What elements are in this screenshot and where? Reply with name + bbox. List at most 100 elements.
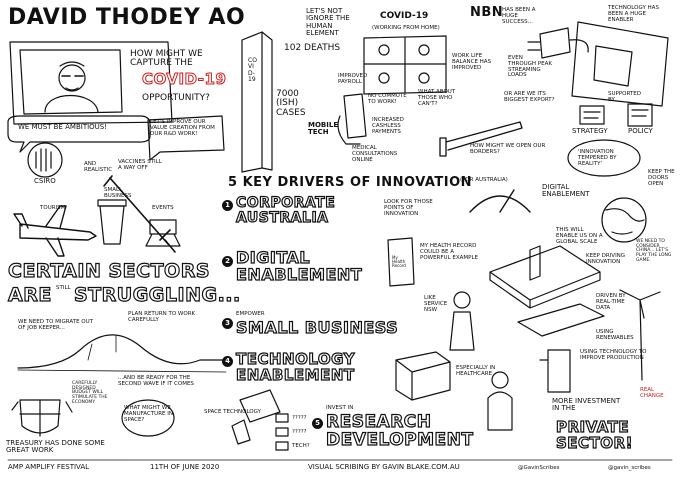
chip-box-2	[275, 427, 289, 437]
sectors-line1: CERTAIN SECTORS	[7, 260, 211, 282]
driver-5: RESEARCH DEVELOPMENT	[325, 412, 474, 450]
value-creation-text: LET'S IMPROVE OUR VALUE CREATION FROM OU…	[150, 119, 215, 137]
even-through-text: EVEN THROUGH PEAK STREAMING LOADS	[508, 55, 552, 79]
realistic-text: AND REALISTIC	[84, 161, 113, 173]
wind-turbine-icon	[619, 289, 661, 381]
health-phone-icon	[387, 237, 415, 287]
ambitious-bubble	[7, 115, 151, 153]
ambitious-text: WE MUST BE AMBITIOUS!	[18, 123, 108, 131]
platform-icon	[489, 245, 601, 309]
factory-icon	[539, 349, 571, 393]
sectors-line2: ARE	[7, 284, 52, 306]
footer-handle-2: @gavin_scribes	[608, 465, 651, 471]
human-element-text: LET'S NOT IGNORE THE HUMAN ELEMENT	[306, 7, 350, 38]
drivers-title: 5 KEY DRIVERS OF INNOVATION	[228, 175, 473, 190]
open-borders-text: HOW MIGHT WE OPEN OUR BORDERS?	[470, 143, 546, 155]
migration-curve-graph	[17, 334, 227, 373]
covid-question-line3: OPPORTUNITY?	[142, 93, 210, 103]
chip-box-1	[275, 413, 289, 423]
footer-credit: VISUAL SCRIBING BY GAVIN BLAKE.COM.AU	[308, 463, 460, 471]
what-about-text: WHAT ABOUT THOSE WHO CAN'T?	[418, 89, 456, 107]
presenter-figure-icon	[487, 371, 513, 431]
csiro-label: CSIRO	[34, 177, 56, 185]
driver-number-4: 4	[222, 356, 233, 367]
vaccines-text: VACCINES STILL A WAY OFF	[118, 159, 162, 171]
events-label: EVENTS	[152, 205, 174, 211]
manufacture-space-text: WHAT MIGHT WE MANUFACTURE IN SPACE?	[124, 405, 173, 423]
boom-gate-icon	[439, 121, 523, 157]
gauge-icon	[469, 189, 531, 213]
footer-date: 11TH OF JUNE 2020	[150, 463, 220, 471]
mobile-phone-icon	[337, 93, 367, 145]
private-sector-text: PRIVATE SECTOR!	[555, 418, 633, 452]
service-nsw-text: LIKE SERVICE NSW	[424, 295, 448, 313]
driver-3: SMALL BUSINESS	[235, 318, 399, 337]
satellite-icon	[231, 389, 281, 445]
value-bubble	[147, 115, 225, 161]
more-investment-text: MORE INVESTMENT IN THE	[552, 397, 621, 413]
renewables-text: USING RENEWABLES	[596, 329, 634, 341]
csiro-logo-icon	[27, 142, 63, 178]
space-bubble	[121, 399, 175, 437]
boxes-icon	[395, 351, 451, 401]
no-commute-text: NO COMMUTE TO WORK!	[368, 93, 407, 105]
strategy-doc-icon	[579, 105, 605, 125]
driven-by-text: DRIVEN BY REAL-TIME DATA	[596, 293, 626, 311]
small-business-label: SMALL BUSINESS	[104, 187, 132, 199]
driver-number-5: 5	[312, 418, 323, 429]
event-stand-icon	[145, 219, 181, 247]
app-screen-icon	[571, 21, 669, 107]
cases-text: 7000 (ISH) CASES	[276, 89, 306, 118]
keep-driving-text: KEEP DRIVING INNOVATION	[586, 253, 626, 265]
platform-tower-icon	[529, 245, 541, 281]
innovation-tempered-text: 'INNOVATION TEMPERED BY REALITY'	[578, 149, 617, 167]
keep-doors-text: KEEP THE DOORS OPEN	[648, 169, 675, 187]
budget-caveat-text: CAREFULLY DESIGNED BUDGET WILL STIMULATE…	[72, 381, 108, 405]
my-health-record-screen: My Health Record	[392, 255, 406, 269]
points-innovation-text: LOOK FOR THOSE POINTS OF INNOVATION	[384, 199, 433, 217]
syringe-icon	[103, 175, 176, 253]
nbn-success-text: HAS BEEN A HUGE SUCCESS...	[502, 7, 536, 25]
global-scale-text: THIS WILL ENABLE US ON A GLOBAL SCALE	[556, 227, 603, 245]
covid-question-line1: HOW MIGHT WE CAPTURE THE	[130, 49, 203, 69]
tourism-label: TOURISM	[40, 205, 66, 211]
tech-enabler-text: TECHNOLOGY HAS BEEN A HUGE ENABLER	[608, 5, 659, 23]
presenter-screen-icon	[9, 41, 173, 125]
deaths-text: 102 DEATHS	[284, 43, 341, 53]
driver-3-prefix: EMPOWER	[236, 311, 265, 317]
woman-figure-icon	[449, 291, 475, 351]
mobile-tech-text: MOBILE TECH	[308, 121, 339, 137]
driver-5-prefix: INVEST IN	[326, 405, 354, 411]
globe-icon	[601, 197, 647, 243]
china-text: WE NEED TO CONSIDER CHINA... LET'S PLAY …	[636, 239, 672, 263]
chip-label-2: ?????	[292, 429, 307, 435]
chip-label-1: ?????	[292, 415, 307, 421]
plug-socket-icon	[527, 27, 589, 59]
driver-1: CORPORATE AUSTRALIA	[235, 195, 336, 226]
health-record-text: MY HEALTH RECORD COULD BE A POWERFUL EXA…	[420, 243, 478, 261]
coffee-cup-icon	[97, 199, 127, 245]
for-australia-label: (FOR AUSTRALIA)	[460, 177, 508, 183]
video-grid-icon	[363, 35, 447, 95]
pillar-label: COVID-19	[248, 57, 257, 83]
driver-number-3: 3	[222, 318, 233, 329]
strategy-label: STRATEGY	[572, 127, 608, 135]
work-life-text: WORK LIFE BALANCE HAS IMPROVED	[452, 53, 492, 71]
driver-number-1: 1	[222, 200, 233, 211]
biggest-export-text: OR ARE WE ITS BIGGEST EXPORT?	[504, 91, 555, 103]
sectors-line3: STRUGGLING...	[73, 284, 241, 306]
chip-box-3	[275, 441, 289, 451]
migrate-text: WE NEED TO MIGRATE OUT OF JOB KEEPER...	[18, 319, 94, 331]
innovation-bubble	[567, 139, 641, 177]
second-wave-text: ...AND BE READY FOR THE SECOND WAVE IF I…	[118, 375, 194, 387]
sectors-still: STILL	[56, 285, 71, 291]
covid-pillar-icon	[241, 31, 273, 173]
real-change-text: REAL CHANGE	[640, 387, 664, 399]
page-title: DAVID THODEY AO	[8, 5, 246, 30]
driver-2: DIGITAL ENABLEMENT	[235, 248, 363, 284]
treasury-text: TREASURY HAS DONE SOME GREAT WORK	[6, 439, 105, 455]
wfh-subtitle: (WORKING FROM HOME)	[372, 25, 440, 31]
plane-icon	[13, 205, 97, 257]
